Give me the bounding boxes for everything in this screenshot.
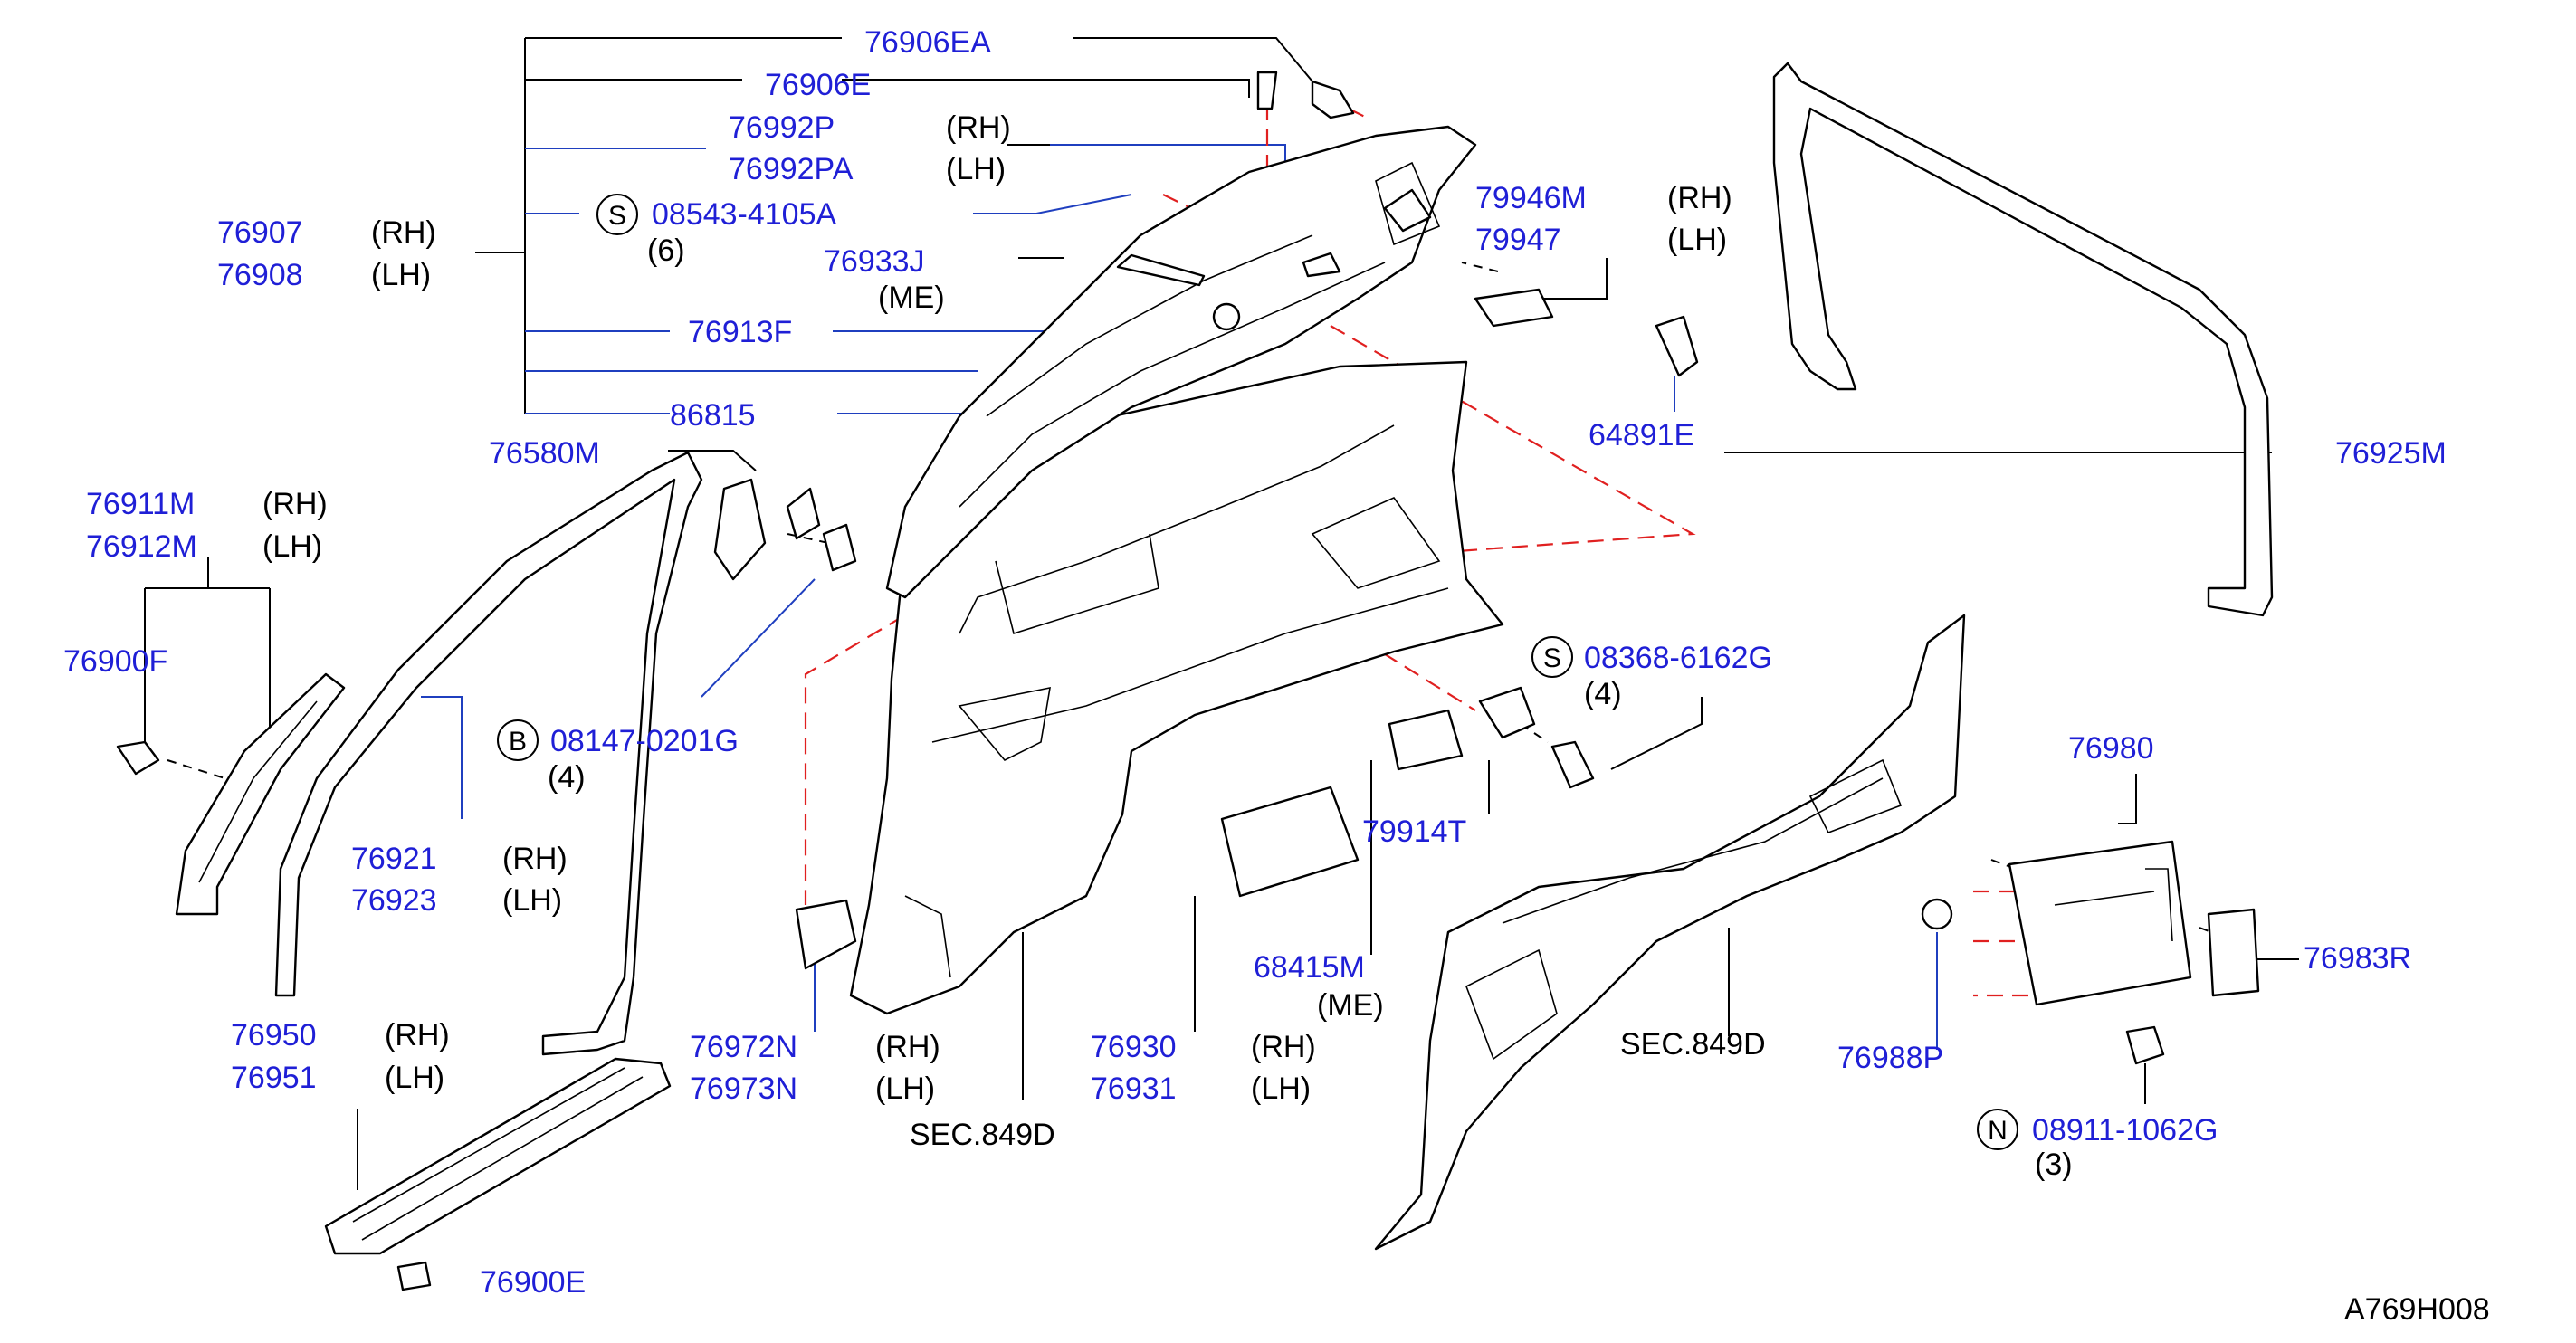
label-sec849d-right: SEC.849D xyxy=(1620,1027,1766,1062)
label-76908[interactable]: 76908 xyxy=(217,258,303,292)
label-rh: (RH) xyxy=(262,487,328,521)
label-79946m[interactable]: 79946M xyxy=(1475,181,1587,215)
label-76931[interactable]: 76931 xyxy=(1091,1072,1177,1106)
label-64891e[interactable]: 64891E xyxy=(1589,418,1694,452)
diagram-code: A769H008 xyxy=(2344,1292,2490,1327)
upper-pillar-trim xyxy=(885,125,1477,599)
label-76992pa[interactable]: 76992PA xyxy=(729,152,854,186)
labels: 76906EA 76906E 76992P (RH) 76992PA (LH) … xyxy=(63,25,2490,1327)
label-lh: (LH) xyxy=(262,529,322,564)
pillar-trim-76911m xyxy=(175,672,346,916)
label-08147[interactable]: 08147-0201G xyxy=(550,724,739,758)
quarter-trim-panel-right xyxy=(1374,614,1966,1251)
label-76925m[interactable]: 76925M xyxy=(2335,436,2447,471)
label-rh: (RH) xyxy=(502,842,568,876)
label-76992p[interactable]: 76992P xyxy=(729,110,835,145)
label-rh: (RH) xyxy=(385,1018,450,1052)
weatherstrip-76925m xyxy=(1772,62,2274,617)
label-79914t[interactable]: 79914T xyxy=(1362,814,1466,849)
label-76580m[interactable]: 76580M xyxy=(489,436,600,471)
label-lh: (LH) xyxy=(1667,223,1727,257)
label-76911m[interactable]: 76911M xyxy=(86,487,195,521)
label-76906e[interactable]: 76906E xyxy=(765,68,871,102)
small-parts xyxy=(116,71,2260,1291)
label-79947[interactable]: 79947 xyxy=(1475,223,1561,257)
label-76980[interactable]: 76980 xyxy=(2068,731,2154,766)
label-rh: (RH) xyxy=(1667,181,1732,215)
circle-b: B xyxy=(509,727,527,757)
label-rh: (RH) xyxy=(946,110,1011,145)
label-me: (ME) xyxy=(1317,988,1384,1023)
label-08911[interactable]: 08911-1062G xyxy=(2032,1113,2218,1148)
label-me: (ME) xyxy=(878,281,945,315)
label-rh: (RH) xyxy=(371,215,436,250)
label-86815[interactable]: 86815 xyxy=(670,398,756,433)
label-76907[interactable]: 76907 xyxy=(217,215,303,250)
label-lh: (LH) xyxy=(502,883,562,918)
label-76972n[interactable]: 76972N xyxy=(690,1030,797,1064)
circle-s-1: S xyxy=(608,201,626,231)
label-76923[interactable]: 76923 xyxy=(351,883,437,918)
label-76988p[interactable]: 76988P xyxy=(1837,1041,1943,1075)
circle-n: N xyxy=(1988,1116,2008,1146)
kicking-plate xyxy=(324,1057,672,1255)
label-76906ea[interactable]: 76906EA xyxy=(864,25,991,60)
label-qty-4: (4) xyxy=(1584,677,1622,711)
label-lh: (LH) xyxy=(875,1072,935,1106)
label-08368[interactable]: 08368-6162G xyxy=(1584,641,1772,675)
label-lh: (LH) xyxy=(371,258,431,292)
label-qty-3: (3) xyxy=(2035,1148,2073,1182)
label-qty-4: (4) xyxy=(548,760,586,795)
label-76950[interactable]: 76950 xyxy=(231,1018,317,1052)
circle-s-2: S xyxy=(1543,643,1561,673)
label-76951[interactable]: 76951 xyxy=(231,1061,317,1095)
label-qty-6: (6) xyxy=(647,233,685,268)
label-76973n[interactable]: 76973N xyxy=(690,1072,797,1106)
label-76900e[interactable]: 76900E xyxy=(480,1265,586,1300)
quarter-trim-panel-left xyxy=(849,360,1504,1015)
label-lh: (LH) xyxy=(1251,1072,1311,1106)
label-76930[interactable]: 76930 xyxy=(1091,1030,1177,1064)
label-76912m[interactable]: 76912M xyxy=(86,529,197,564)
label-rh: (RH) xyxy=(875,1030,940,1064)
label-76900f[interactable]: 76900F xyxy=(63,644,167,679)
label-76983r[interactable]: 76983R xyxy=(2304,941,2411,976)
label-sec849d-left: SEC.849D xyxy=(910,1118,1055,1152)
circled-letters: S B S N xyxy=(497,194,2018,1150)
label-76933j[interactable]: 76933J xyxy=(824,244,925,279)
label-76921[interactable]: 76921 xyxy=(351,842,437,876)
label-68415m[interactable]: 68415M xyxy=(1254,950,1365,985)
label-08543[interactable]: 08543-4105A xyxy=(652,197,837,232)
label-76913f[interactable]: 76913F xyxy=(688,315,792,349)
label-lh: (LH) xyxy=(946,152,1006,186)
label-rh: (RH) xyxy=(1251,1030,1316,1064)
label-lh: (LH) xyxy=(385,1061,444,1095)
weatherstrip-76921 xyxy=(274,451,703,1056)
